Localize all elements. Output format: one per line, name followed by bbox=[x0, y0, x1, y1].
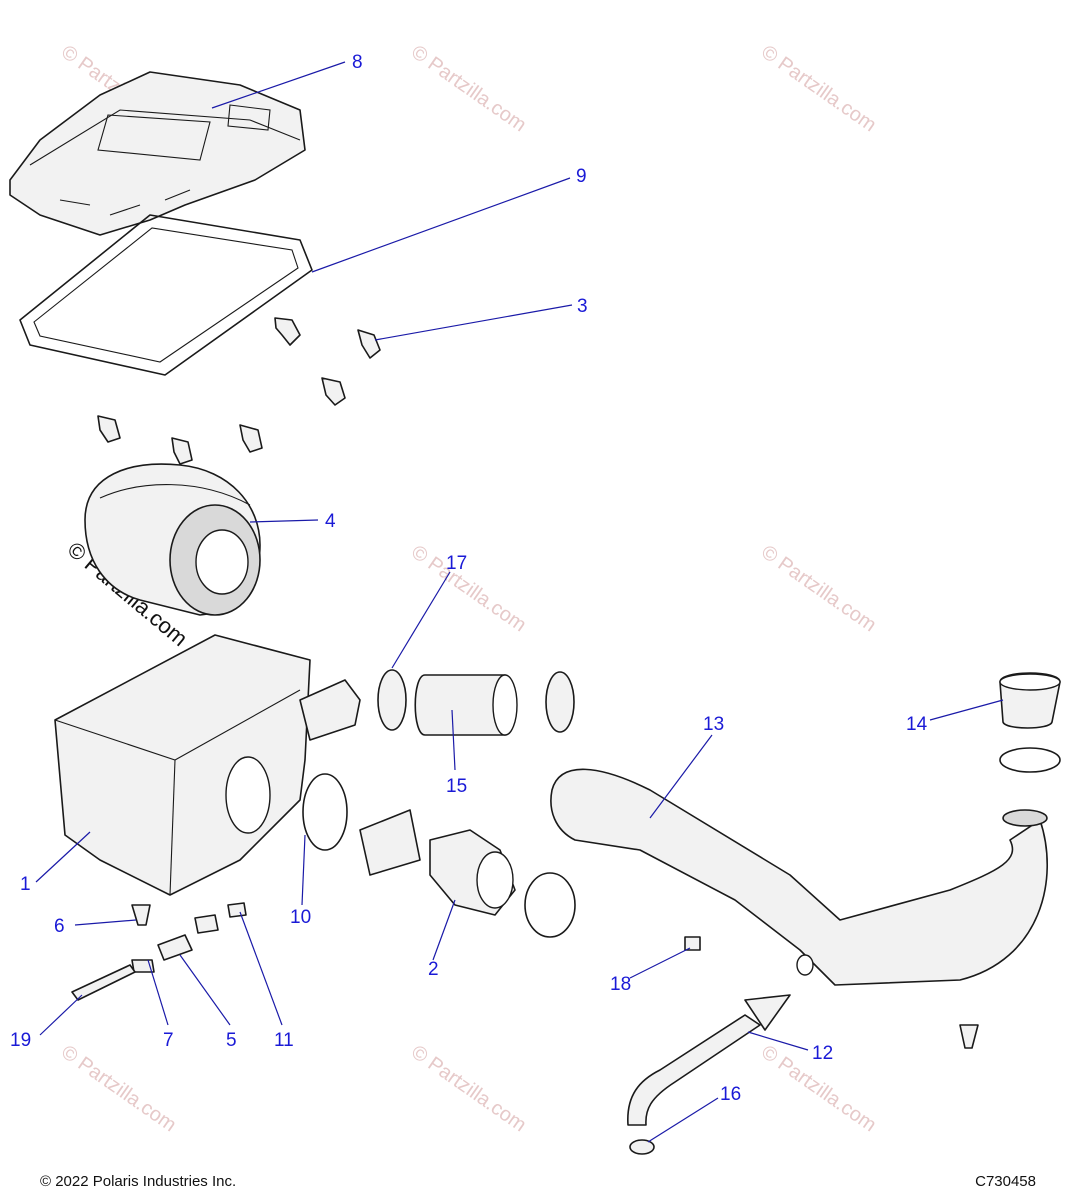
callouts: 8 9 3 4 1 2 6 7 5 11 10 19 17 15 13 14 1… bbox=[10, 52, 928, 1105]
callout-13: 13 bbox=[703, 714, 724, 735]
watermark: © Partzilla.com bbox=[757, 541, 880, 636]
callout-6: 6 bbox=[54, 916, 65, 937]
callout-1: 1 bbox=[20, 874, 31, 895]
callout-3: 3 bbox=[577, 296, 588, 317]
watermark: © Partzilla.com bbox=[57, 1041, 180, 1136]
callout-9: 9 bbox=[576, 166, 587, 187]
copyright-notice: © 2022 Polaris Industries Inc. bbox=[40, 1173, 237, 1190]
callout-14: 14 bbox=[906, 714, 928, 735]
airbox-cover-part bbox=[9, 71, 306, 236]
air-filter-part bbox=[84, 463, 261, 616]
drawing-number: C730458 bbox=[975, 1173, 1036, 1190]
drain-hose-part bbox=[627, 994, 791, 1155]
callout-7: 7 bbox=[163, 1030, 174, 1051]
intake-boot-part bbox=[999, 672, 1061, 773]
callout-8: 8 bbox=[352, 52, 363, 73]
callout-10: 10 bbox=[290, 907, 311, 928]
callout-2: 2 bbox=[428, 959, 439, 980]
clips-part bbox=[97, 317, 381, 465]
callout-4: 4 bbox=[325, 511, 336, 532]
callout-19: 19 bbox=[10, 1030, 31, 1051]
intake-duct-part bbox=[550, 768, 1048, 986]
callout-18: 18 bbox=[610, 974, 631, 995]
watermark: © Partzilla.com bbox=[407, 541, 530, 636]
airbox-part bbox=[54, 634, 361, 896]
adapter-part bbox=[302, 773, 576, 938]
callout-12: 12 bbox=[812, 1043, 833, 1064]
watermark: © Partzilla.com bbox=[407, 1041, 530, 1136]
callout-11: 11 bbox=[274, 1030, 294, 1051]
callout-15: 15 bbox=[446, 776, 467, 797]
watermark: © Partzilla.com bbox=[407, 41, 530, 136]
fasteners-part bbox=[71, 902, 979, 1049]
callout-16: 16 bbox=[720, 1084, 741, 1105]
callout-5: 5 bbox=[226, 1030, 237, 1051]
leader-lines bbox=[35, 61, 1004, 1143]
callout-17: 17 bbox=[446, 553, 467, 574]
watermark: © Partzilla.com bbox=[757, 41, 880, 136]
airbox-seal-part bbox=[19, 214, 313, 376]
coupler-clamps-part bbox=[377, 669, 575, 736]
